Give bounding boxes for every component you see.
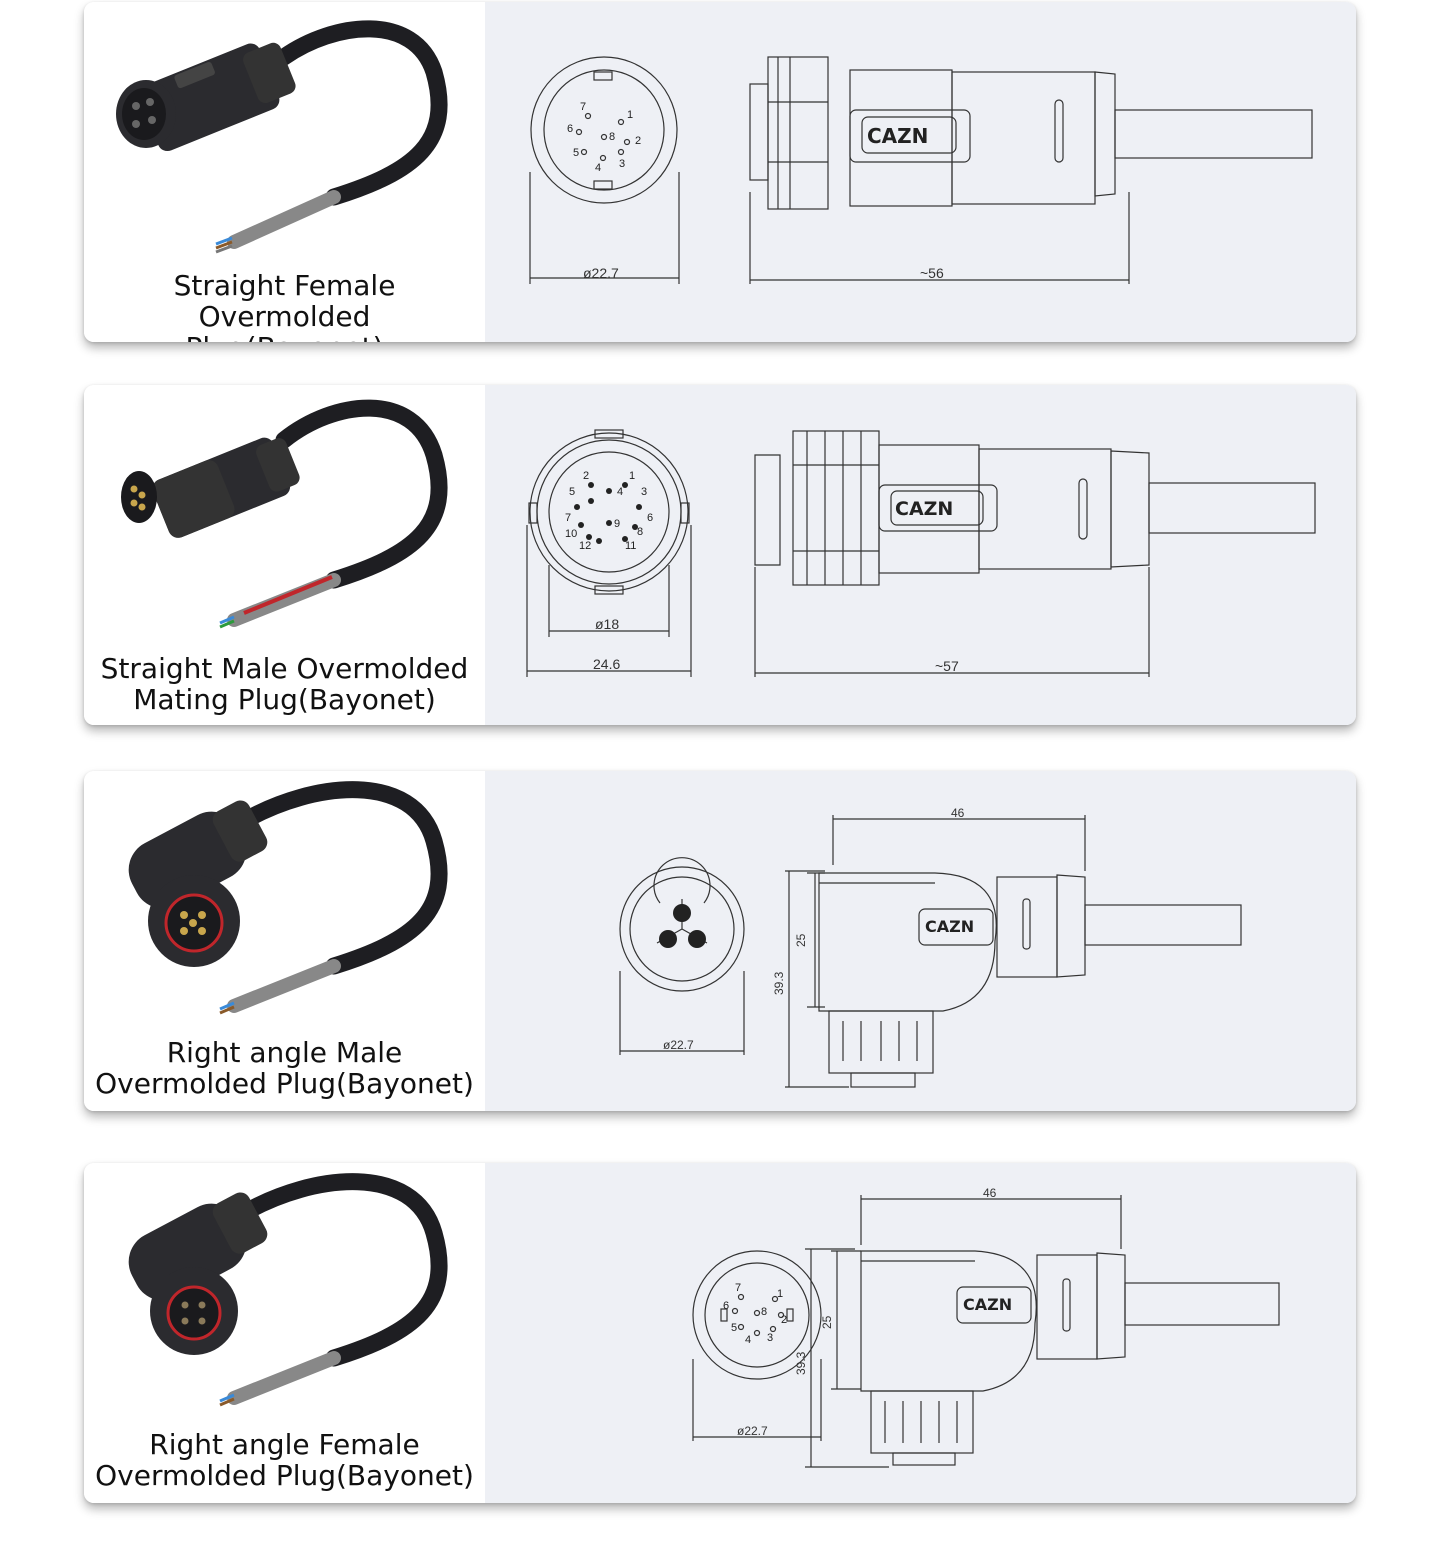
front-view: 2 1 3 4 5 6 7 8 9 10 11 12 ø18 24.6 (526, 429, 692, 677)
dimension-length: ~57 (935, 658, 959, 674)
caption-line-1: Straight Female Overmolded (173, 269, 396, 333)
dimension-length: 46 (983, 1186, 997, 1200)
dimension-height-total: 39.3 (794, 1351, 808, 1375)
pin-label: 8 (761, 1306, 767, 1318)
caption-line-1: Right angle Female (149, 1428, 420, 1461)
dimension-diameter: ø18 (595, 616, 619, 632)
connector-photo (128, 781, 448, 1015)
pin-label: 6 (567, 123, 573, 135)
pin-label: 5 (731, 1322, 737, 1334)
dimension-diameter: ø22.7 (583, 265, 619, 281)
caption-line-2: Overmolded Plug(Bayonet) (95, 1067, 474, 1100)
pin-label: 5 (573, 147, 579, 159)
connector-photo (128, 1173, 448, 1407)
front-view: ø22.7 (619, 857, 745, 1055)
caption-line-1: Straight Male Overmolded (100, 652, 469, 685)
brand-logo: CAZN (867, 124, 928, 148)
side-view: CAZN ~57 (754, 430, 1316, 677)
dimension-length: 46 (951, 806, 965, 820)
pin-label: 9 (614, 518, 620, 530)
product-photo-pane: Straight Male Overmolded Mating Plug(Bay… (84, 385, 485, 725)
pin-label: 3 (641, 486, 647, 498)
brand-logo: CAZN (925, 917, 974, 936)
dimension-width: 24.6 (593, 656, 620, 672)
pin-label: 11 (625, 540, 636, 552)
product-caption: Right angle Male Overmolded Plug(Bayonet… (84, 1037, 485, 1099)
pin-label: 5 (569, 486, 575, 498)
product-card-straight-male: Straight Male Overmolded Mating Plug(Bay… (84, 385, 1356, 725)
caption-line-1: Right angle Male (166, 1036, 403, 1069)
connector-photo (121, 399, 448, 629)
pin-label: 7 (735, 1282, 741, 1294)
front-view: 7 1 2 3 4 5 6 8 ø22.7 (692, 1250, 822, 1441)
pin-label: 3 (767, 1332, 773, 1344)
pin-label: 1 (629, 470, 635, 482)
product-caption: Straight Male Overmolded Mating Plug(Bay… (84, 653, 485, 715)
pin-label: 7 (565, 512, 571, 524)
brand-logo: CAZN (895, 498, 953, 520)
technical-drawing: ø22.7 CAZN 46 25 (619, 806, 1242, 1088)
pin-label: 1 (627, 109, 633, 121)
dimension-length: ~56 (920, 265, 944, 281)
product-caption: Straight Female Overmolded Plug(Bayonet) (84, 270, 485, 342)
product-card-straight-female: Straight Female Overmolded Plug(Bayonet)… (84, 2, 1356, 342)
pin-label: 4 (617, 486, 623, 498)
technical-drawing: 2 1 3 4 5 6 7 8 9 10 11 12 ø18 24.6 (526, 429, 1316, 677)
front-view: 7 1 2 3 4 5 6 8 ø22.7 (529, 56, 680, 284)
caption-line-2: Overmolded Plug(Bayonet) (95, 1459, 474, 1492)
pin-label: 2 (583, 470, 589, 482)
product-photo-pane: Straight Female Overmolded Plug(Bayonet) (84, 2, 485, 342)
dimension-height-total: 39.3 (772, 971, 786, 995)
technical-drawing: 7 1 2 3 4 5 6 8 ø22.7 (529, 56, 1313, 284)
technical-drawing-pane: 7 1 2 3 4 5 6 8 ø22.7 CAZN (485, 1163, 1356, 1503)
technical-drawing-pane: 7 1 2 3 4 5 6 8 ø22.7 (485, 2, 1356, 342)
connector-photo (116, 20, 448, 254)
technical-drawing: 7 1 2 3 4 5 6 8 ø22.7 CAZN (692, 1186, 1280, 1468)
pin-label: 2 (781, 1314, 787, 1326)
pin-label: 7 (580, 101, 586, 113)
pin-label: 8 (637, 526, 643, 538)
side-view: CAZN ~56 (749, 56, 1313, 284)
product-caption: Right angle Female Overmolded Plug(Bayon… (84, 1429, 485, 1491)
dimension-height-inner: 25 (820, 1315, 834, 1329)
dimension-height-inner: 25 (794, 933, 808, 947)
pin-label: 6 (647, 512, 653, 524)
pin-label: 3 (619, 158, 625, 170)
product-card-right-angle-male: Right angle Male Overmolded Plug(Bayonet… (84, 771, 1356, 1111)
pin-label: 1 (777, 1288, 783, 1300)
pin-label: 8 (609, 131, 615, 143)
pin-label: 4 (745, 1334, 751, 1346)
pin-label: 6 (723, 1300, 729, 1312)
dimension-diameter: ø22.7 (737, 1424, 768, 1438)
product-photo-pane: Right angle Female Overmolded Plug(Bayon… (84, 1163, 485, 1503)
side-view: CAZN 46 25 39.3 (772, 806, 1242, 1088)
product-card-right-angle-female: Right angle Female Overmolded Plug(Bayon… (84, 1163, 1356, 1503)
pin-label: 2 (635, 135, 641, 147)
side-view: CAZN 46 25 39.3 (794, 1186, 1280, 1468)
product-photo-pane: Right angle Male Overmolded Plug(Bayonet… (84, 771, 485, 1111)
brand-logo: CAZN (963, 1295, 1012, 1314)
caption-line-2: Plug(Bayonet) (84, 332, 485, 342)
caption-line-2: Mating Plug(Bayonet) (133, 683, 436, 716)
dimension-diameter: ø22.7 (663, 1038, 694, 1052)
pin-label: 12 (579, 540, 591, 552)
pin-label: 10 (565, 528, 577, 540)
pin-label: 4 (595, 162, 601, 174)
technical-drawing-pane: ø22.7 CAZN 46 25 (485, 771, 1356, 1111)
technical-drawing-pane: 2 1 3 4 5 6 7 8 9 10 11 12 ø18 24.6 (485, 385, 1356, 725)
